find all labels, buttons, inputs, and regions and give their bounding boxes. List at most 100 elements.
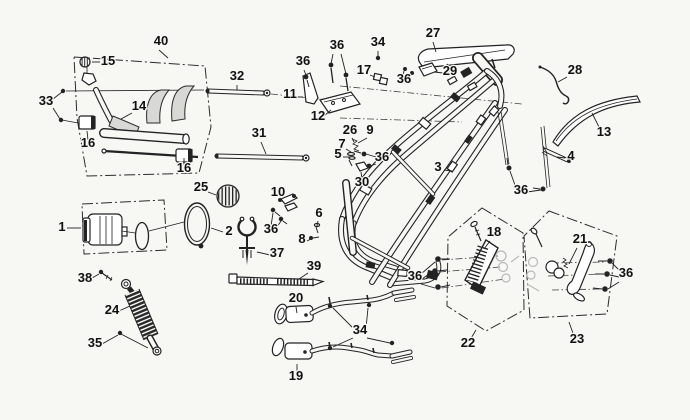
part-label-2: 2 xyxy=(225,223,232,238)
leader-line-24 xyxy=(118,305,131,312)
leader-line-12 xyxy=(323,109,332,117)
clip-37 xyxy=(237,216,257,265)
part-16-bushings xyxy=(78,115,193,163)
leader-line-37 xyxy=(256,251,271,256)
part-label-34a: 34 xyxy=(371,34,386,49)
part-label-15: 15 xyxy=(101,53,115,68)
part-label-40: 40 xyxy=(154,33,168,48)
leader-line-21 xyxy=(568,247,578,265)
part-label-10: 10 xyxy=(271,184,285,199)
part-label-27: 27 xyxy=(426,25,440,40)
leader-line-38 xyxy=(91,273,100,279)
leader-line-34b xyxy=(332,307,354,329)
part-label-36a: 36 xyxy=(264,221,278,236)
frame-body-artwork xyxy=(338,44,551,288)
leader-line-36e xyxy=(365,153,377,158)
leader-line-28 xyxy=(557,76,568,83)
leader-line-36f xyxy=(420,261,436,275)
leader-line-22 xyxy=(469,329,477,341)
band-ring-2 xyxy=(183,202,211,249)
part-label-18: 18 xyxy=(487,224,501,239)
small-parts xyxy=(270,62,641,240)
part-14-rail-1 xyxy=(146,89,171,124)
part-label-36h: 36 xyxy=(514,182,528,197)
bolt-dot-36a xyxy=(270,207,276,213)
part-label-19: 19 xyxy=(289,368,303,383)
leader-line-39 xyxy=(298,272,309,280)
part-label-36b: 36 xyxy=(296,53,310,68)
part-label-17: 17 xyxy=(357,62,371,77)
leader-line-3 xyxy=(443,169,453,172)
bolt-dot-38 xyxy=(98,269,104,275)
part-label-25: 25 xyxy=(194,179,208,194)
part-14-rail-2 xyxy=(171,85,196,122)
part-label-26: 26 xyxy=(343,122,357,137)
box-23-outline xyxy=(523,210,618,319)
part-label-4: 4 xyxy=(567,148,575,163)
grommet-25 xyxy=(216,184,240,208)
leader-line-36d xyxy=(408,73,413,78)
bolts-36-left xyxy=(432,256,451,290)
box-22-outline xyxy=(446,207,525,332)
leader-line-31 xyxy=(260,141,267,155)
part-label-16b: 16 xyxy=(177,160,191,175)
part-label-16a: 16 xyxy=(81,135,95,150)
leader-line-36h xyxy=(509,170,517,189)
leader-line-36c xyxy=(330,53,334,65)
part-label-24: 24 xyxy=(105,302,120,317)
leader-line-36h xyxy=(526,189,542,193)
leader-line-36a xyxy=(270,212,274,227)
leader-line-36g xyxy=(607,281,620,290)
frame-clamps xyxy=(358,66,500,281)
leader-line-13 xyxy=(591,112,601,130)
part-label-36e: 36 xyxy=(375,149,389,164)
leader-line-35 xyxy=(101,334,119,345)
leader-line-17 xyxy=(369,74,376,78)
part-label-23: 23 xyxy=(570,331,584,346)
part-label-36d: 36 xyxy=(397,71,411,86)
leader-line-25 xyxy=(207,191,217,196)
leader-line-36e xyxy=(369,163,377,167)
air-cleaner-assembly xyxy=(82,213,185,251)
leader-line-36a xyxy=(276,220,282,228)
part-label-36f: 36 xyxy=(408,268,422,283)
bolt-dot-36a xyxy=(278,216,284,222)
part-label-5: 5 xyxy=(334,146,341,161)
part-label-14: 14 xyxy=(132,98,147,113)
pivot-rods xyxy=(205,88,339,162)
part-label-20: 20 xyxy=(289,290,303,305)
bolt-dot-33 xyxy=(58,117,64,123)
leader-line-27 xyxy=(432,41,437,53)
leader-line-34b xyxy=(332,337,354,348)
leader-line-33 xyxy=(52,107,61,120)
seat-bracket-assembly xyxy=(61,56,205,163)
leader-line-36g xyxy=(611,262,621,272)
part-15-hook xyxy=(81,72,97,86)
leader-line-16a xyxy=(86,130,89,141)
part-label-37: 37 xyxy=(270,245,284,260)
part-label-36g: 36 xyxy=(619,265,633,280)
leader-line-34b xyxy=(365,307,369,329)
part-label-35: 35 xyxy=(88,335,102,350)
leader-line-2 xyxy=(210,227,224,233)
part-label-31: 31 xyxy=(252,125,266,140)
side-stand-21 xyxy=(526,227,613,302)
bolt-dot-35 xyxy=(117,330,123,336)
part-label-9: 9 xyxy=(366,122,373,137)
part-label-6: 6 xyxy=(315,205,322,220)
part-label-30: 30 xyxy=(355,174,369,189)
leader-line-14 xyxy=(120,112,133,120)
footrest-pedal-18 xyxy=(432,220,520,295)
leader-line-23 xyxy=(568,321,575,337)
leader-line-33 xyxy=(52,91,63,100)
part-label-28: 28 xyxy=(568,62,582,77)
bolt-dot-34b xyxy=(327,345,333,351)
part-label-38: 38 xyxy=(78,270,92,285)
cable-tie xyxy=(228,273,325,287)
leader-line-36c xyxy=(340,53,347,75)
leader-line-26 xyxy=(351,137,355,143)
bolt-dot-34b xyxy=(327,303,333,309)
stand-bracket-20 xyxy=(274,287,416,325)
